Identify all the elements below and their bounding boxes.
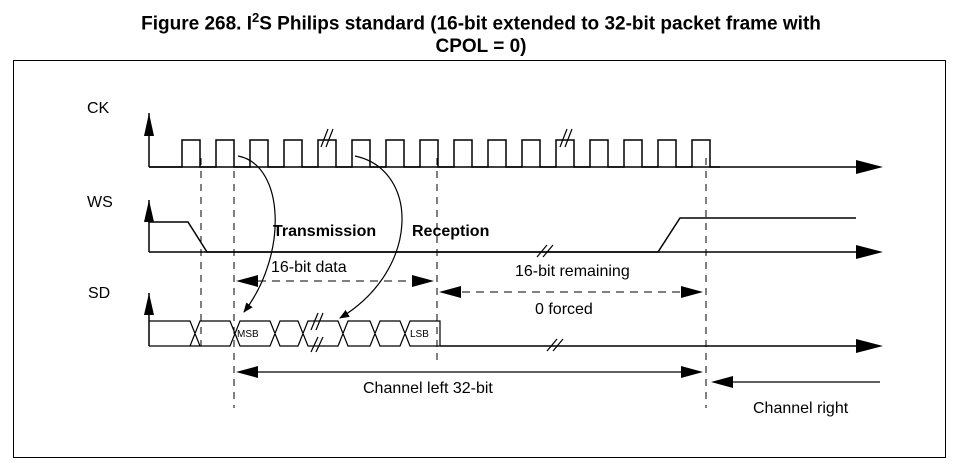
remaining-16bit-label: 16-bit remaining bbox=[515, 263, 630, 280]
reception-label: Reception bbox=[412, 223, 489, 240]
figure-title: Figure 268. I2S Philips standard (16-bit… bbox=[0, 6, 962, 58]
zero-forced-label: 0 forced bbox=[535, 301, 593, 318]
sd-baseline-break-mark bbox=[546, 338, 564, 352]
ws-label: WS bbox=[87, 194, 113, 211]
ck-break-mark-1 bbox=[320, 128, 334, 148]
ws-waveform bbox=[149, 217, 856, 253]
figure-title-line2: CPOL = 0) bbox=[435, 36, 527, 58]
ck-break-mark-2 bbox=[559, 128, 573, 148]
sd-data-eyes bbox=[149, 320, 441, 347]
diagram-frame bbox=[13, 60, 946, 458]
reception-curve-arrow bbox=[339, 155, 403, 319]
ws-break-mark bbox=[536, 244, 554, 258]
msb-label: MSB bbox=[237, 329, 259, 340]
channel-right-label: Channel right bbox=[753, 400, 849, 417]
sd-data-break-mark bbox=[310, 312, 324, 353]
title-superscript: 2 bbox=[251, 10, 260, 25]
sd-label: SD bbox=[88, 285, 110, 302]
figure-title-line1: Figure 268. I2S Philips standard (16-bit… bbox=[141, 10, 821, 35]
lsb-label: LSB bbox=[410, 329, 429, 340]
channel-left-label: Channel left 32-bit bbox=[363, 380, 493, 397]
ck-clock-waveform bbox=[149, 139, 720, 168]
transmission-curve-arrow bbox=[237, 155, 276, 313]
ck-label: CK bbox=[87, 100, 110, 117]
data-16bit-label: 16-bit data bbox=[271, 259, 347, 276]
transmission-label: Transmission bbox=[273, 223, 376, 240]
